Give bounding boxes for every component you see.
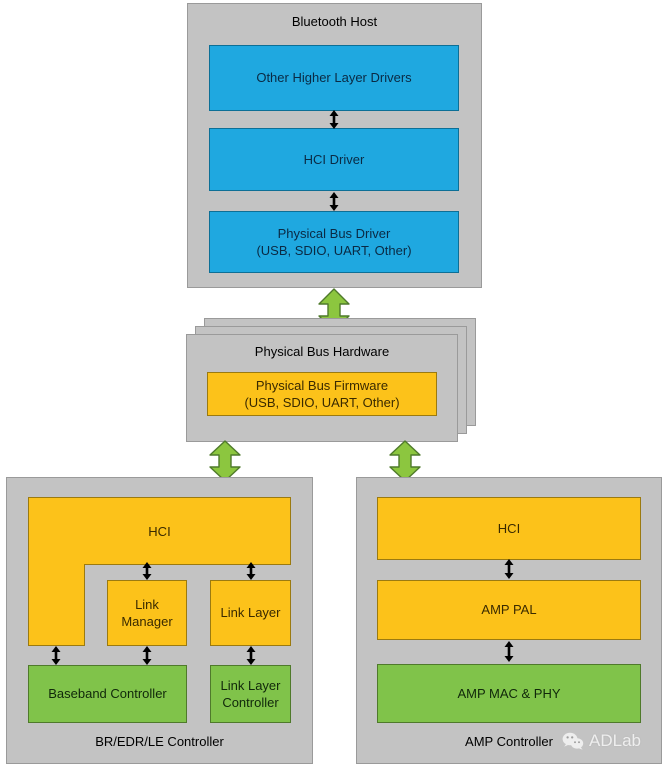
- physical-bus-firmware-block: Physical Bus Firmware (USB, SDIO, UART, …: [207, 372, 437, 416]
- link-layer-block: Link Layer: [210, 580, 291, 646]
- physical-bus-hardware-title: Physical Bus Hardware: [254, 344, 390, 359]
- watermark: ADLab: [562, 731, 641, 751]
- other-higher-layer-drivers-block: Other Higher Layer Drivers: [209, 45, 459, 111]
- arrow-hci-to-link-manager: [140, 562, 154, 580]
- br-hci-block-leg: [28, 564, 85, 646]
- arrow-hci-to-baseband-controller: [49, 646, 63, 665]
- arrow-bus-to-amp-controller: [388, 440, 422, 482]
- arrow-hci-to-link-layer: [244, 562, 258, 580]
- amp-hci-block: HCI: [377, 497, 641, 560]
- arrow-bus-to-br-edr-le-controller: [208, 440, 242, 482]
- br-hci-label: HCI: [148, 524, 171, 539]
- physical-bus-driver-block: Physical Bus Driver (USB, SDIO, UART, Ot…: [209, 211, 459, 273]
- arrow-hci-driver-to-bus-driver: [327, 192, 341, 211]
- link-layer-controller-block: Link Layer Controller: [210, 665, 291, 723]
- link-manager-block: Link Manager: [107, 580, 187, 646]
- arrow-link-manager-to-baseband-controller: [140, 646, 154, 665]
- hci-driver-block: HCI Driver: [209, 128, 459, 191]
- br-edr-le-controller-title: BR/EDR/LE Controller: [95, 734, 224, 749]
- bluetooth-host-title: Bluetooth Host: [291, 14, 378, 29]
- arrow-link-layer-to-link-layer-controller: [244, 646, 258, 665]
- watermark-label: ADLab: [589, 731, 641, 750]
- amp-mac-phy-block: AMP MAC & PHY: [377, 664, 641, 723]
- wechat-icon: [562, 732, 584, 751]
- amp-controller-title: AMP Controller: [465, 734, 553, 749]
- br-hci-seam-patch: [29, 563, 84, 566]
- baseband-controller-block: Baseband Controller: [28, 665, 187, 723]
- br-hci-block: HCI: [28, 497, 291, 565]
- arrow-amp-hci-to-amp-pal: [502, 559, 516, 579]
- arrow-amp-pal-to-amp-mac-phy: [502, 641, 516, 662]
- arrow-higher-layer-to-hci-driver: [327, 110, 341, 129]
- amp-pal-block: AMP PAL: [377, 580, 641, 640]
